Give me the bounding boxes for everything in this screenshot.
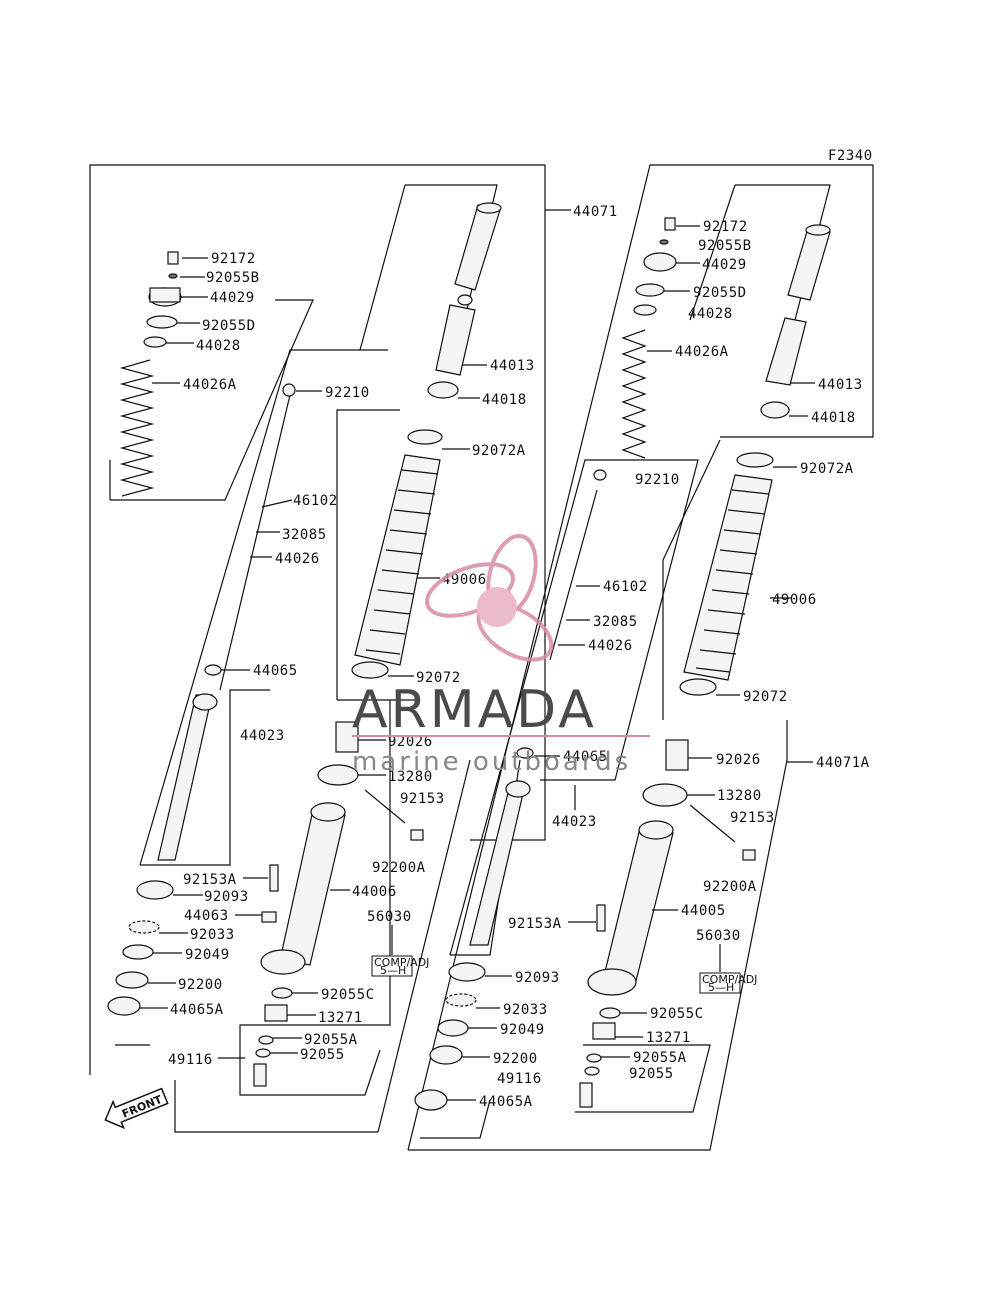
label-92055-right: 92055 <box>629 1066 674 1082</box>
label-44026a-right: 44026A <box>675 344 729 360</box>
label-92049-right: 92049 <box>500 1022 545 1038</box>
label-92093-right: 92093 <box>515 970 560 986</box>
front-arrow: FRONT <box>104 1087 169 1130</box>
label-92200a-left: 92200A <box>372 860 426 876</box>
label-92072-left: 92072 <box>416 670 461 686</box>
sticker-right-line2: 5—H <box>708 981 734 994</box>
label-44023-right: 44023 <box>552 814 597 830</box>
label-44026-right: 44026 <box>588 638 633 654</box>
label-44071a: 44071A <box>816 755 870 771</box>
label-44006: 44006 <box>352 884 397 900</box>
label-92172-left: 92172 <box>211 251 256 267</box>
label-92055b-left: 92055B <box>206 270 260 286</box>
label-92200a-right: 92200A <box>703 879 757 895</box>
label-92210-right: 92210 <box>635 472 680 488</box>
left-frames <box>89 164 546 1133</box>
label-44065-left: 44065 <box>253 663 298 679</box>
label-13280-left: 13280 <box>388 769 433 785</box>
label-49006-left: 49006 <box>442 572 487 588</box>
label-56030-right: 56030 <box>696 928 741 944</box>
label-92049-left: 92049 <box>185 947 230 963</box>
label-32085-right: 32085 <box>593 614 638 630</box>
label-13271-right: 13271 <box>646 1030 691 1046</box>
label-44063: 44063 <box>184 908 229 924</box>
label-92055d-left: 92055D <box>202 318 256 334</box>
label-44013-left: 44013 <box>490 358 535 374</box>
label-44065a-left: 44065A <box>170 1002 224 1018</box>
right-labels: 92172 92055B 44029 92055D 44028 44026A 4… <box>479 219 870 1110</box>
watermark-brand: ARMADA <box>352 680 597 740</box>
label-92210-left: 92210 <box>325 385 370 401</box>
right-parts <box>414 217 831 1111</box>
label-92033-right: 92033 <box>503 1002 548 1018</box>
label-92055d-right: 92055D <box>693 285 747 301</box>
label-92072a-right: 92072A <box>800 461 854 477</box>
right-spring <box>621 329 647 459</box>
watermark-tagline: marine outboards <box>352 747 631 777</box>
label-44065a-right: 44065A <box>479 1094 533 1110</box>
label-44029-right: 44029 <box>702 257 747 273</box>
label-44018-right: 44018 <box>811 410 856 426</box>
label-49116-right: 49116 <box>497 1071 542 1087</box>
label-92055a-right: 92055A <box>633 1050 687 1066</box>
label-92153a-left: 92153A <box>183 872 237 888</box>
left-spring <box>119 359 155 497</box>
label-13271-left: 13271 <box>318 1010 363 1026</box>
label-92026-right: 92026 <box>716 752 761 768</box>
label-92200-right: 92200 <box>493 1051 538 1067</box>
left-boot <box>354 454 441 666</box>
label-44028-left: 44028 <box>196 338 241 354</box>
label-44026a-left: 44026A <box>183 377 237 393</box>
label-92200-left: 92200 <box>178 977 223 993</box>
label-44005: 44005 <box>681 903 726 919</box>
label-92072a-left: 92072A <box>472 443 526 459</box>
label-92055b-right: 92055B <box>698 238 752 254</box>
sticker-left-line2: 5—H <box>380 964 406 977</box>
label-92026-left: 92026 <box>388 734 433 750</box>
label-49006-right: 49006 <box>772 592 817 608</box>
label-44028-right: 44028 <box>688 306 733 322</box>
label-92033-left: 92033 <box>190 927 235 943</box>
label-92072-right: 92072 <box>743 689 788 705</box>
label-32085-left: 32085 <box>282 527 327 543</box>
label-44065-right: 44065 <box>563 749 608 765</box>
label-46102-left: 46102 <box>293 493 338 509</box>
label-13280-right: 13280 <box>717 788 762 804</box>
label-92153-right: 92153 <box>730 810 775 826</box>
right-boot <box>683 474 773 681</box>
sticker-right-line1: COMP/ADJ <box>702 973 757 986</box>
label-92055c-left: 92055C <box>321 987 375 1003</box>
label-46102-right: 46102 <box>603 579 648 595</box>
sticker-left-line1: COMP/ADJ <box>374 956 429 969</box>
label-92055-left: 92055 <box>300 1047 345 1063</box>
leader-lines <box>140 209 815 1101</box>
label-92055c-right: 92055C <box>650 1006 704 1022</box>
label-92093-left: 92093 <box>204 889 249 905</box>
label-44026-left: 44026 <box>275 551 320 567</box>
label-44018-left: 44018 <box>482 392 527 408</box>
label-44013-right: 44013 <box>818 377 863 393</box>
watermark: ARMADA marine outboards <box>352 533 650 777</box>
label-44023-left: 44023 <box>240 728 285 744</box>
label-92153a-right: 92153A <box>508 916 562 932</box>
left-parts <box>107 202 502 1087</box>
sticker-right: COMP/ADJ 5—H <box>699 972 757 994</box>
label-49116-left: 49116 <box>168 1052 213 1068</box>
label-92172-right: 92172 <box>703 219 748 235</box>
label-92153-left: 92153 <box>400 791 445 807</box>
label-44029-left: 44029 <box>210 290 255 306</box>
label-56030-left: 56030 <box>367 909 412 925</box>
label-92055a-left: 92055A <box>304 1032 358 1048</box>
label-44071: 44071 <box>573 204 618 220</box>
sticker-left: COMP/ADJ 5—H <box>371 955 429 977</box>
left-labels: 92172 92055B 44029 92055D 44028 44026A 9… <box>168 204 618 1068</box>
figure-code: F2340 <box>828 148 873 164</box>
propeller-icon <box>425 533 554 662</box>
